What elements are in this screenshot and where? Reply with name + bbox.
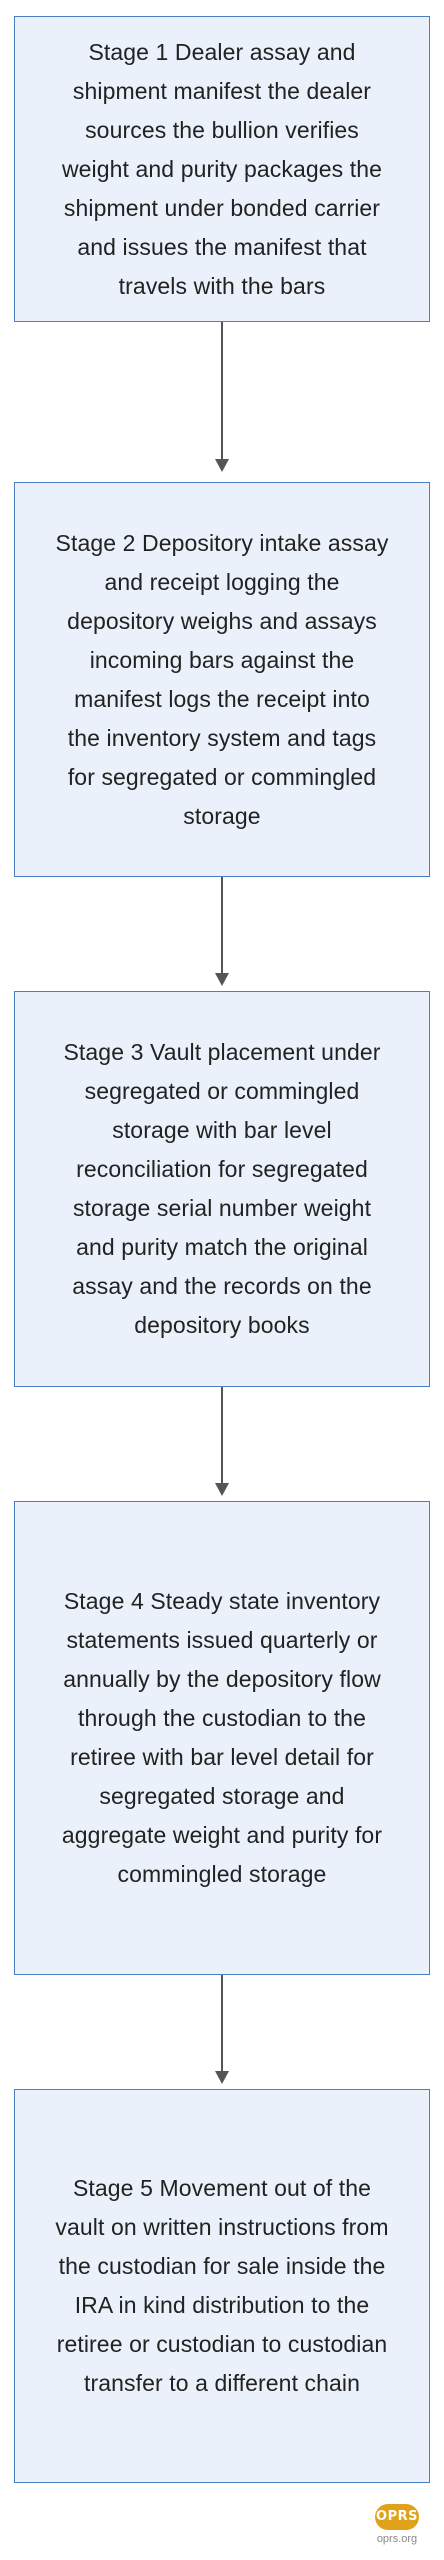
stage-3-box: Stage 3 Vault placement under segregated… xyxy=(14,991,430,1387)
oprs-logo: OPRS oprs.org xyxy=(362,2504,432,2554)
stage-5-box: Stage 5 Movement out of the vault on wri… xyxy=(14,2089,430,2483)
arrow-4-to-5 xyxy=(215,1975,229,2084)
stage-5-text: Stage 5 Movement out of the vault on wri… xyxy=(55,2175,389,2396)
stage-4-box: Stage 4 Steady state inventory statement… xyxy=(14,1501,430,1975)
stage-1-box: Stage 1 Dealer assay and shipment manife… xyxy=(14,16,430,322)
arrow-1-to-2 xyxy=(215,322,229,472)
oprs-logo-badge: OPRS xyxy=(375,2504,419,2530)
stage-1-text: Stage 1 Dealer assay and shipment manife… xyxy=(61,38,383,299)
arrow-3-to-4 xyxy=(215,1387,229,1496)
stage-2-text: Stage 2 Depository intake assay and rece… xyxy=(55,529,389,829)
oprs-logo-url: oprs.org xyxy=(376,2533,418,2545)
arrow-2-to-3 xyxy=(215,877,229,986)
stage-3-text: Stage 3 Vault placement under segregated… xyxy=(63,1039,381,1338)
stage-4-text: Stage 4 Steady state inventory statement… xyxy=(61,1588,383,1887)
stage-2-box: Stage 2 Depository intake assay and rece… xyxy=(14,482,430,877)
